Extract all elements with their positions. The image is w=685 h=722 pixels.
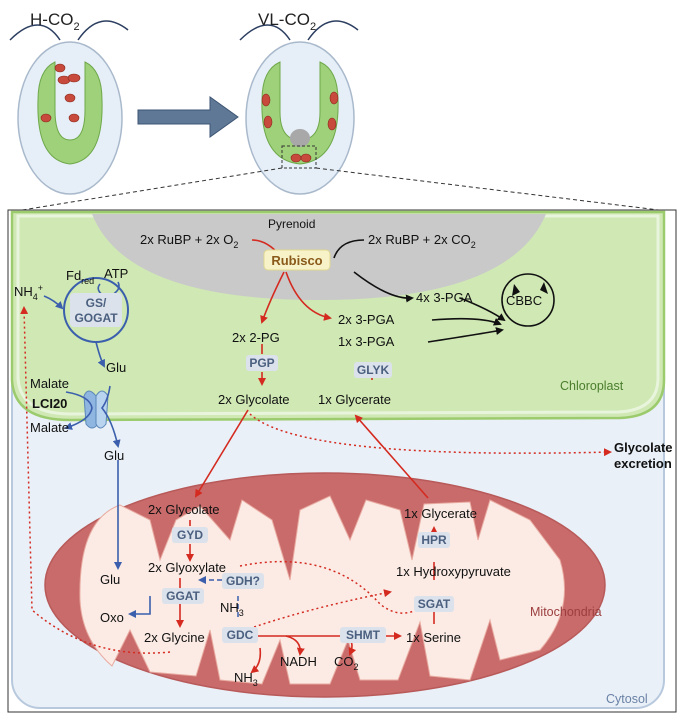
enzyme-gyd: GYD — [172, 527, 208, 543]
svg-text:GDH?: GDH? — [226, 574, 260, 588]
metabolite-glu-chloroplast: Glu — [106, 360, 126, 375]
enzyme-ggat: GGAT — [162, 588, 204, 604]
carbon-arrows — [333, 239, 555, 343]
photorespiration-dotted — [20, 306, 612, 654]
svg-text:HPR: HPR — [421, 533, 447, 547]
transition-arrow — [137, 96, 239, 138]
svg-text:PGP: PGP — [249, 356, 274, 370]
cell-h-co2 — [9, 20, 129, 195]
metabolite-nh3: NH3 — [234, 670, 258, 688]
metabolite-glycerate-chloroplast: 1x Glycerate — [318, 392, 391, 407]
pyrenoid-label: Pyrenoid — [268, 217, 315, 231]
enzyme-gs-gogat: GS/ GOGAT — [70, 293, 122, 327]
svg-text:SGAT: SGAT — [418, 597, 451, 611]
metabolite-2x-3pga: 2x 3-PGA — [338, 312, 395, 327]
metabolite-4x-3pga: 4x 3-PGA — [416, 290, 473, 305]
metabolite-nadh: NADH — [280, 654, 317, 669]
mitochondria-label: Mitochondria — [530, 605, 602, 619]
metabolite-glyoxylate: 2x Glyoxylate — [148, 560, 226, 575]
metabolite-fd-red: Fdred — [66, 268, 94, 286]
metabolite-nh4: NH4+ — [14, 283, 43, 302]
metabolite-glycolate-mito: 2x Glycolate — [148, 502, 220, 517]
cell-vl-co2 — [239, 20, 359, 195]
svg-text:GDC: GDC — [227, 628, 254, 642]
nitrogen-dashed — [198, 576, 239, 620]
metabolite-cbbc: CBBC — [506, 293, 542, 308]
enzyme-glyk: GLYK — [354, 362, 392, 378]
enzyme-gdh: GDH? — [222, 573, 264, 589]
excretion-label-1: Glycolate — [614, 440, 673, 455]
metabolite-1x-3pga: 1x 3-PGA — [338, 334, 395, 349]
metabolite-hydroxypyruvate: 1x Hydroxypyruvate — [396, 564, 511, 579]
svg-text:GYD: GYD — [177, 528, 203, 542]
enzyme-gdc: GDC — [222, 627, 258, 643]
metabolite-glu-cytosol: Glu — [104, 448, 124, 463]
cytosol-label: Cytosol — [606, 692, 648, 706]
chloroplast-label: Chloroplast — [560, 379, 624, 393]
malate-path — [64, 385, 121, 448]
metabolite-glu-mito: Glu — [100, 572, 120, 587]
metabolite-rubp-o2: 2x RuBP + 2x O2 — [140, 232, 238, 250]
metabolite-glycerate-mito: 1x Glycerate — [404, 506, 477, 521]
enzyme-shmt: SHMT — [340, 627, 386, 643]
metabolite-malate-in: Malate — [30, 376, 69, 391]
metabolite-serine: 1x Serine — [406, 630, 461, 645]
rubisco-label: Rubisco — [271, 253, 322, 268]
metabolite-glycolate-chloroplast: 2x Glycolate — [218, 392, 290, 407]
enzyme-pgp: PGP — [246, 355, 278, 371]
metabolite-2pg: 2x 2-PG — [232, 330, 280, 345]
header-h-co2: H-CO2 — [30, 10, 80, 33]
metabolite-nh3-gdh: NH3 — [220, 600, 244, 618]
metabolite-co2: CO2 — [334, 654, 359, 672]
gs-gogat-circle — [63, 277, 129, 343]
svg-text:GLYK: GLYK — [357, 363, 390, 377]
enzyme-hpr: HPR — [418, 532, 450, 548]
excretion-label-2: excretion — [614, 456, 672, 471]
transporter-lci20: LCI20 — [32, 396, 67, 411]
svg-text:GS/: GS/ — [86, 296, 107, 310]
svg-text:SHMT: SHMT — [346, 628, 381, 642]
lci20-transporter — [83, 390, 109, 429]
svg-text:GOGAT: GOGAT — [74, 311, 118, 325]
metabolite-glycine: 2x Glycine — [144, 630, 205, 645]
svg-text:GGAT: GGAT — [166, 589, 200, 603]
header-vl-co2: VL-CO2 — [258, 10, 316, 33]
metabolite-oxo: Oxo — [100, 610, 124, 625]
metabolite-malate-out: Malate — [30, 420, 69, 435]
metabolite-rubp-co2: 2x RuBP + 2x CO2 — [368, 232, 476, 250]
metabolite-atp: ATP — [104, 266, 128, 281]
enzyme-sgat: SGAT — [414, 596, 454, 612]
